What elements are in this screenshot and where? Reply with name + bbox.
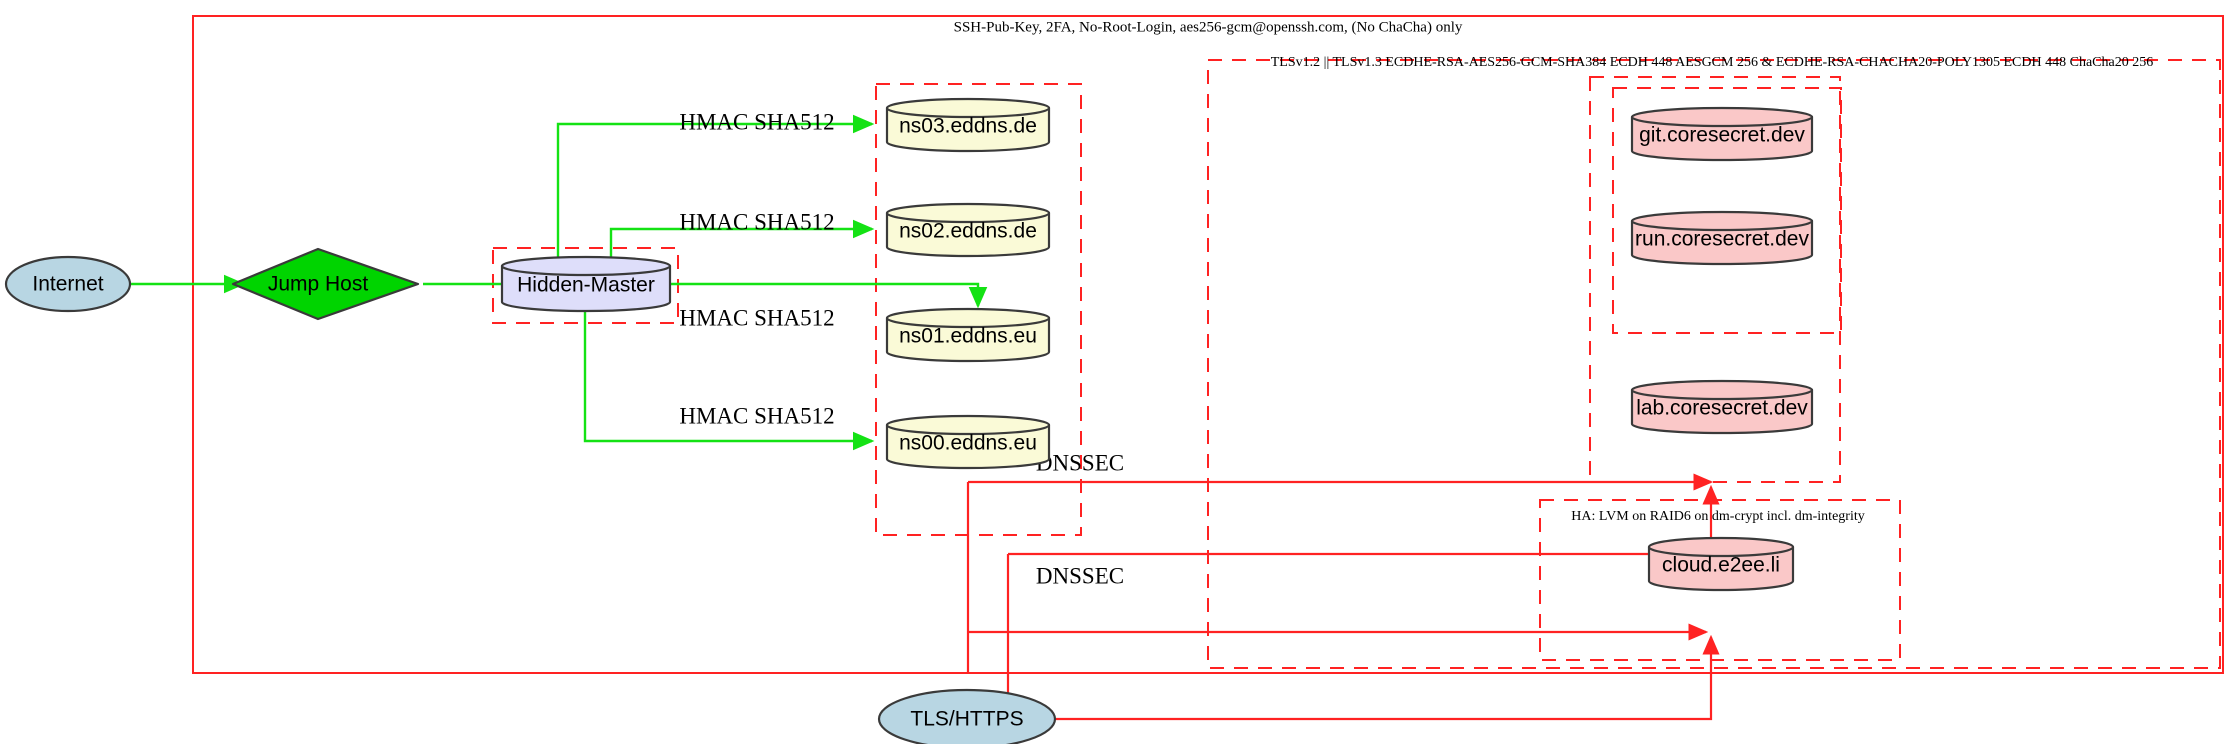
node-hidden-master[interactable]: Hidden-Master [500,255,672,313]
edge-hiddenmaster-to-ns03 [556,114,875,265]
edge-hiddenmaster-to-ns01 [669,282,988,309]
node-ns01-label: ns01.eddns.eu [899,325,1037,348]
node-ns00[interactable]: ns00.eddns.eu [885,414,1051,470]
cluster-ha-label: HA: LVM on RAID6 on dm-crypt incl. dm-in… [1571,509,1864,524]
node-ns02-label: ns02.eddns.de [899,220,1037,243]
edge-label-hmac-ns01: HMAC SHA512 [679,305,834,330]
edge-tlshttps-to-ha [1055,634,1720,721]
node-ns02[interactable]: ns02.eddns.de [885,202,1051,258]
node-git-label: git.coresecret.dev [1639,124,1805,147]
edge-label-dnssec-upper: DNSSEC [1036,450,1124,475]
edge-label-dnssec-lower: DNSSEC [1036,563,1124,588]
node-jump-host-label: Jump Host [268,273,369,296]
cluster-coresecret-outer [1589,76,1841,483]
node-tls-https[interactable]: TLS/HTTPS [877,688,1057,744]
cluster-coresecret-inner [1612,87,1842,334]
node-run-label: run.coresecret.dev [1635,228,1809,251]
node-internet-label: Internet [32,273,103,296]
cluster-ha [1539,499,1901,661]
edge-label-hmac-ns02: HMAC SHA512 [679,209,834,234]
edge-hiddenmaster-to-ns02 [609,219,875,265]
node-ns00-label: ns00.eddns.eu [899,432,1037,455]
edge-label-hmac-ns03: HMAC SHA512 [679,109,834,134]
node-ns03-label: ns03.eddns.de [899,115,1037,138]
node-ns03[interactable]: ns03.eddns.de [885,97,1051,153]
cluster-hidden-master [492,247,679,324]
node-cloud-label: cloud.e2ee.li [1662,554,1780,577]
node-ns01[interactable]: ns01.eddns.eu [885,307,1051,363]
node-jump-host[interactable]: Jump Host [231,247,420,321]
node-git-coresecret[interactable]: git.coresecret.dev [1630,106,1814,162]
node-run-coresecret[interactable]: run.coresecret.dev [1630,210,1814,266]
cluster-dns [875,83,1082,536]
cluster-tls-label: TLSv1.2 || TLSv1.3 ECDHE-RSA-AES256-GCM-… [1271,55,2153,70]
node-lab-label: lab.coresecret.dev [1636,397,1808,420]
node-hidden-master-label: Hidden-Master [517,274,655,297]
edge-hiddenmaster-to-ns00 [583,305,875,451]
node-cloud-e2ee[interactable]: cloud.e2ee.li [1647,536,1795,592]
node-tls-https-label: TLS/HTTPS [910,708,1023,731]
cluster-tls-outer [1207,59,2221,669]
node-internet[interactable]: Internet [4,255,132,313]
node-lab-coresecret[interactable]: lab.coresecret.dev [1630,379,1814,435]
cluster-ssh-outer [192,15,2224,674]
edge-label-hmac-ns00: HMAC SHA512 [679,403,834,428]
cluster-ssh-label: SSH-Pub-Key, 2FA, No-Root-Login, aes256-… [954,19,1463,35]
